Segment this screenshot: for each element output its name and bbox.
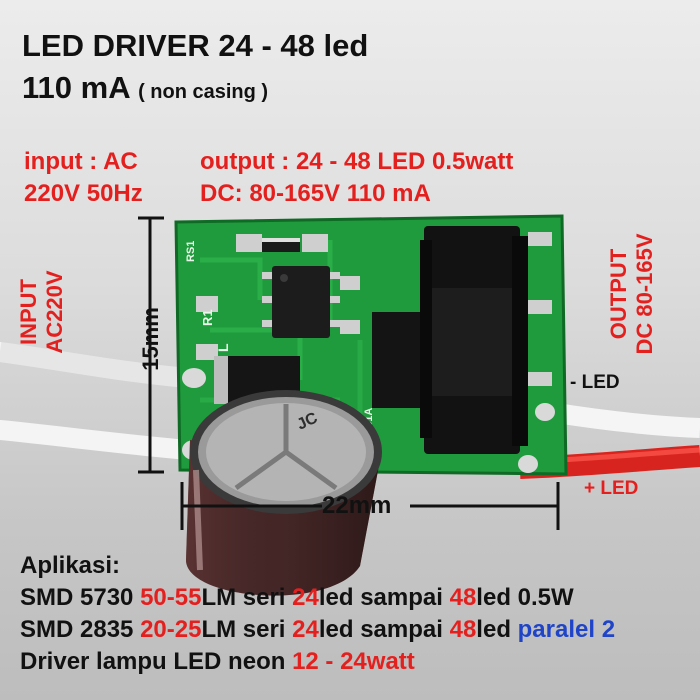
negative-led-label: - LED: [570, 372, 620, 393]
application-text-segment: paralel 2: [517, 616, 616, 643]
output-label-word: OUTPUT: [606, 248, 631, 340]
output-spec-line-1: output : 24 - 48 LED 0.5watt: [200, 148, 514, 175]
application-text-segment: led sampai: [318, 616, 450, 643]
title-line-2: 110 mA ( non casing ): [22, 70, 268, 106]
output-label-voltage: DC 80-165V: [632, 233, 657, 355]
application-text-segment: 20-25: [140, 616, 202, 643]
application-text-segment: SMD 2835: [20, 616, 141, 643]
application-row: Driver lampu LED neon 12 - 24watt: [20, 648, 415, 676]
width-dimension-label: 22mm: [322, 492, 392, 519]
positive-led-label: + LED: [584, 478, 639, 499]
height-dimension-label: 15mm: [138, 307, 163, 371]
input-label-voltage: AC220V: [42, 270, 67, 354]
input-side-label: INPUT AC220V: [16, 212, 68, 412]
input-label-word: INPUT: [16, 279, 41, 345]
application-text-segment: SMD 5730: [20, 584, 141, 611]
application-text-segment: led 0.5W: [476, 584, 574, 611]
application-text-segment: Driver lampu LED neon: [20, 648, 293, 675]
silkscreen-l: L: [215, 343, 231, 352]
title-current: 110 mA: [22, 70, 130, 105]
application-text-segment: LM seri: [201, 584, 293, 611]
application-text-segment: 12 - 24watt: [292, 648, 415, 675]
width-dimension-line: [180, 482, 560, 530]
input-spec-line-2: 220V 50Hz: [24, 180, 143, 207]
output-spec-line-2: DC: 80-165V 110 mA: [200, 180, 431, 207]
application-text-segment: 48: [449, 584, 477, 611]
application-text-segment: 24: [292, 584, 319, 611]
application-text-segment: 50-55: [140, 584, 202, 611]
capacitor: [186, 390, 382, 596]
application-row: SMD 5730 50-55LM seri 24led sampai 48led…: [20, 584, 574, 612]
application-text-segment: 24: [292, 616, 319, 643]
silkscreen-r1: R1: [200, 309, 215, 326]
application-text-segment: 48: [449, 616, 477, 643]
applications-heading: Aplikasi:: [20, 552, 121, 579]
application-row: SMD 2835 20-25LM seri 24led sampai 48led…: [20, 616, 615, 644]
application-text-segment: led sampai: [318, 584, 450, 611]
output-side-label: OUTPUT DC 80-165V: [606, 214, 658, 374]
title-line-1: LED DRIVER 24 - 48 led: [22, 28, 369, 63]
silkscreen-rs1: RS1: [185, 241, 197, 262]
height-dimension-line: [138, 216, 164, 474]
application-text-segment: led: [476, 616, 518, 643]
application-text-segment: LM seri: [201, 616, 293, 643]
title-note: ( non casing ): [138, 81, 269, 103]
input-spec-line-1: input : AC: [24, 148, 138, 175]
